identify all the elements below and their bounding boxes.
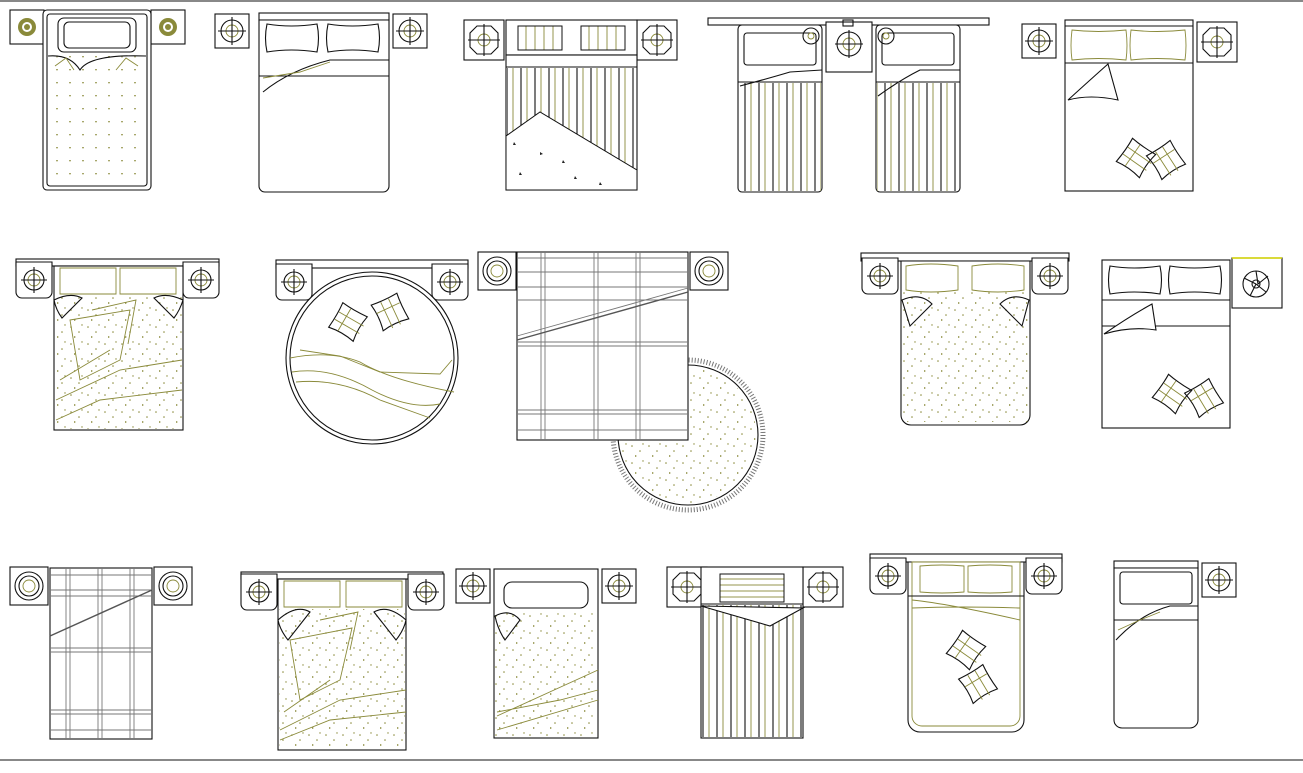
- nightstand-icon: [1201, 562, 1237, 598]
- bed-symbol-11: [9, 566, 193, 740]
- nightstand-icon: [9, 9, 45, 45]
- bed-symbol-7: [275, 259, 469, 445]
- nightstand-icon: [601, 568, 637, 604]
- nightstand-icon: [240, 573, 278, 611]
- nightstand-icon: [477, 251, 517, 291]
- bed-symbol-1: [9, 9, 186, 191]
- bed-symbol-14: [666, 566, 844, 739]
- bed-symbol-12: [240, 571, 445, 751]
- bed-symbol-4: [707, 17, 990, 193]
- nightstand-icon: [1196, 21, 1238, 63]
- bed-symbol-6: [15, 258, 220, 431]
- nightstand-icon: [1031, 257, 1069, 295]
- nightstand-icon: [182, 261, 220, 299]
- bed-symbol-3: [463, 19, 678, 191]
- nightstand-icon: [636, 19, 678, 61]
- nightstand-icon: [455, 568, 491, 604]
- bed-symbol-8: [477, 251, 766, 513]
- bed-symbol-9: [860, 252, 1070, 426]
- nightstand-icon: [214, 13, 250, 49]
- bed-symbol-16: [1113, 560, 1237, 729]
- nightstand-icon: [689, 251, 729, 291]
- bed-symbol-5: [1021, 19, 1238, 192]
- nightstand-icon: [407, 573, 445, 611]
- nightstand-icon: [275, 263, 313, 301]
- nightstand-icon: [1021, 23, 1057, 59]
- nightstand-icon: [869, 557, 907, 595]
- bed-symbol-2: [214, 12, 428, 193]
- nightstand-icon: [153, 566, 193, 606]
- bed-symbol-13: [455, 568, 637, 739]
- nightstand-icon: [392, 13, 428, 49]
- nightstand-icon: [463, 19, 505, 61]
- bed-symbol-10: [1101, 257, 1283, 429]
- nightstand-icon: [861, 257, 899, 295]
- nightstand-icon: [802, 566, 844, 608]
- nightstand-icon: [1025, 557, 1063, 595]
- nightstand-icon: [15, 261, 53, 299]
- nightstand-icon: [150, 9, 186, 45]
- nightstand-icon: [431, 263, 469, 301]
- nightstand-icon: [9, 566, 49, 606]
- bed-symbol-15: [869, 553, 1063, 733]
